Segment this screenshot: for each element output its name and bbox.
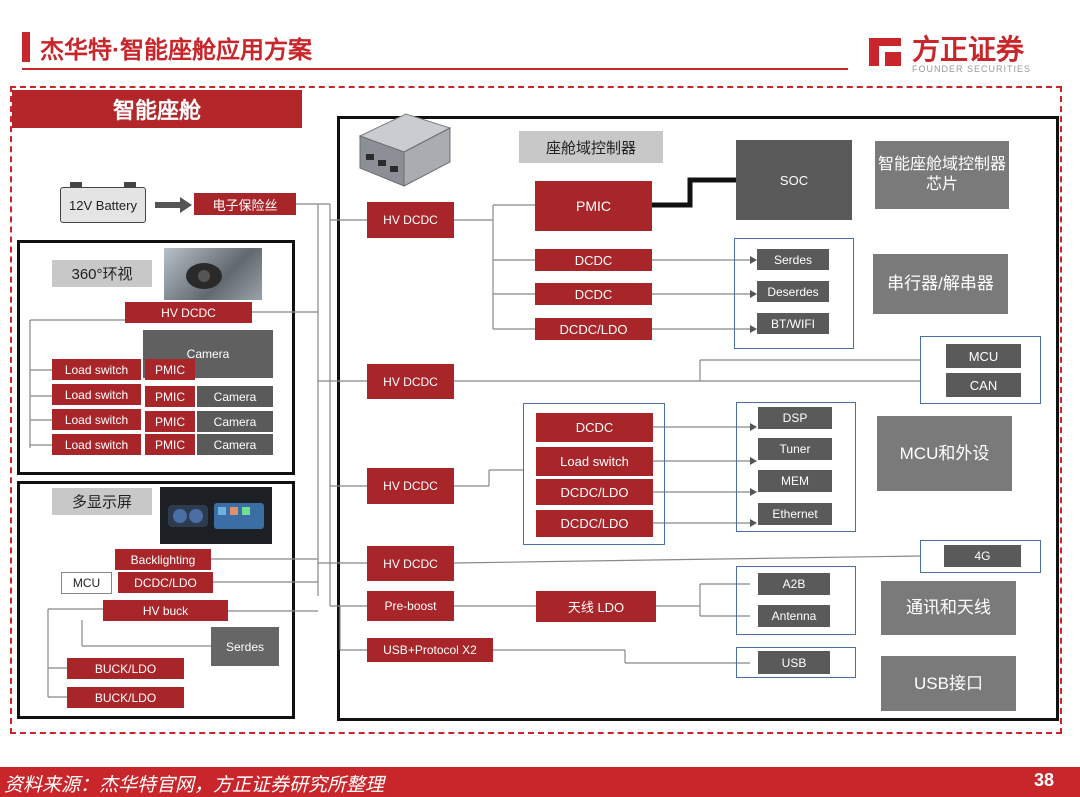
pmic-2: PMIC: [145, 386, 195, 407]
soc-group-label-text: 智能座舱域控制器 芯片: [877, 156, 1006, 193]
dsp: DSP: [758, 407, 832, 429]
camera-photo: [164, 248, 262, 300]
hv-buck: HV buck: [103, 600, 228, 621]
pmic-1: PMIC: [145, 359, 195, 380]
soc-group-label: 智能座舱域控制器 芯片: [875, 141, 1009, 209]
mcu-group-label: MCU和外设: [877, 416, 1012, 491]
header-accent-bar: [22, 32, 30, 62]
buck-ldo-2: BUCK/LDO: [67, 687, 184, 708]
camera-4: Camera: [197, 434, 273, 455]
outer-dashed-frame: [10, 86, 1062, 734]
backlighting: Backlighting: [115, 549, 211, 570]
logo-text: 方正证券: [912, 34, 1025, 65]
header-underline: [22, 68, 848, 70]
peripheral-power-box: [523, 403, 665, 545]
comm-group-label: 通讯和天线: [881, 581, 1016, 635]
serdes-group-label: 串行器/解串器: [873, 254, 1008, 314]
soc-block: SOC: [736, 140, 852, 220]
hv-dcdc-1: HV DCDC: [367, 202, 454, 238]
bt-wifi: BT/WIFI: [757, 313, 829, 334]
mcu: MCU: [946, 344, 1021, 368]
load-switch-2: Load switch: [52, 384, 141, 405]
dcdc-ldo-1: DCDC/LDO: [535, 318, 652, 340]
founder-logo: [865, 30, 905, 70]
domain-controller-frame: [337, 116, 1059, 721]
pmic-3: PMIC: [145, 411, 195, 432]
domain-controller-photo: [346, 106, 458, 194]
dcdc-ldo-2: DCDC/LDO: [536, 479, 653, 505]
load-switch-main: Load switch: [536, 447, 653, 476]
dcdc-3: DCDC: [536, 413, 653, 442]
camera-2: Camera: [197, 386, 273, 407]
hv-dcdc-2: HV DCDC: [367, 364, 454, 399]
dcdc-2: DCDC: [535, 283, 652, 305]
battery-label: 12V Battery: [69, 197, 137, 213]
can: CAN: [946, 373, 1021, 397]
battery-terminal-right: [124, 182, 136, 188]
serdes-group-box: [734, 238, 854, 349]
antenna-ldo: 天线 LDO: [536, 591, 656, 622]
surround-view-title: 360°环视: [52, 260, 152, 287]
surround-view-frame: [17, 240, 295, 475]
display-dcdc-ldo: DCDC/LDO: [118, 572, 213, 593]
camera-3: Camera: [197, 411, 273, 432]
display-title: 多显示屏: [52, 488, 152, 515]
display-mcu: MCU: [61, 572, 112, 594]
page-title: 杰华特·智能座舱应用方案: [40, 37, 312, 64]
display-frame: [17, 481, 295, 719]
antenna: Antenna: [758, 605, 830, 627]
usb-box: [736, 647, 856, 678]
dcdc-1: DCDC: [535, 249, 652, 271]
tuner: Tuner: [758, 438, 832, 460]
g4: 4G: [944, 545, 1021, 567]
g4-box: [920, 540, 1041, 573]
buck-ldo-1: BUCK/LDO: [67, 658, 184, 679]
hv-dcdc-3: HV DCDC: [367, 468, 454, 504]
peripherals-box: [736, 402, 856, 532]
ethernet: Ethernet: [758, 503, 832, 525]
electronic-fuse: 电子保险丝: [194, 193, 296, 215]
load-switch-4: Load switch: [52, 434, 141, 455]
pmic-4: PMIC: [145, 434, 195, 455]
usb: USB: [758, 651, 830, 674]
domain-controller-label: 座舱域控制器: [519, 131, 663, 163]
usb-group-label: USB接口: [881, 656, 1016, 711]
load-switch-1: Load switch: [52, 359, 141, 380]
serdes: Serdes: [757, 249, 829, 270]
mcu-can-box: [920, 336, 1041, 404]
pre-boost: Pre-boost: [367, 591, 454, 621]
dcdc-ldo-3: DCDC/LDO: [536, 510, 653, 537]
mem: MEM: [758, 470, 832, 492]
source-note: 资料来源：杰华特官网，方正证券研究所整理: [4, 775, 385, 796]
surround-hv-dcdc: HV DCDC: [125, 302, 252, 323]
page-number: 38: [1034, 770, 1055, 790]
antenna-box: [736, 566, 856, 635]
logo-subtext: FOUNDER SECURITIES: [912, 64, 1032, 74]
pmic-main: PMIC: [535, 181, 652, 231]
a2b: A2B: [758, 573, 830, 595]
section-title: 智能座舱: [12, 90, 302, 128]
hv-dcdc-4: HV DCDC: [367, 546, 454, 581]
footer-bar: [0, 767, 1080, 797]
usb-protocol: USB+Protocol X2: [367, 638, 493, 662]
battery-icon: 12V Battery: [60, 187, 146, 223]
deserdes: Deserdes: [757, 281, 829, 302]
battery-terminal-left: [70, 182, 82, 188]
dashboard-photo: [160, 487, 272, 544]
display-serdes: Serdes: [211, 627, 279, 666]
load-switch-3: Load switch: [52, 409, 141, 430]
